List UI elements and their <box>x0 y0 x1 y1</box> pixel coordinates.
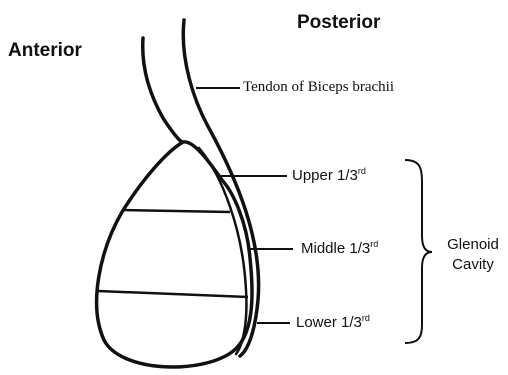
middle-third-label: Middle 1/3rd <box>301 240 378 257</box>
glenoid-brace <box>405 160 432 343</box>
lower-third-label: Lower 1/3rd <box>296 314 370 331</box>
middle-third-text: Middle 1/3 <box>301 240 370 257</box>
posterior-label: Posterior <box>297 12 380 34</box>
lower-third-text: Lower 1/3 <box>296 314 362 331</box>
upper-third-text: Upper 1/3 <box>292 167 358 184</box>
glenoid-cavity-line2: Cavity <box>438 255 508 275</box>
upper-division-line <box>122 210 230 212</box>
glenoid-cavity-label: Glenoid Cavity <box>438 235 508 275</box>
tendon-label: Tendon of Biceps brachii <box>243 79 394 96</box>
lower-third-suffix: rd <box>362 313 370 323</box>
upper-third-label: Upper 1/3rd <box>292 167 366 184</box>
glenoid-cavity-line1: Glenoid <box>438 235 508 255</box>
tendon-left-edge <box>143 38 182 142</box>
upper-third-suffix: rd <box>358 166 366 176</box>
lower-division-line <box>98 291 248 297</box>
anterior-label: Anterior <box>8 40 82 62</box>
middle-third-suffix: rd <box>370 239 378 249</box>
